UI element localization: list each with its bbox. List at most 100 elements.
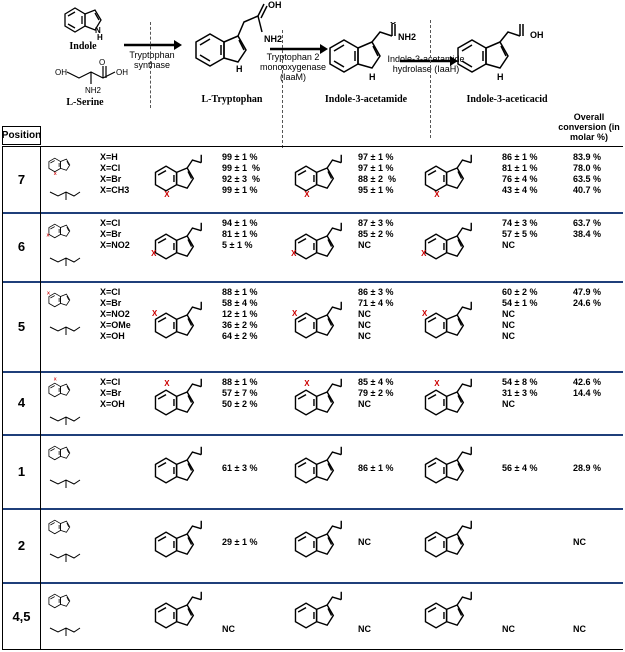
trp-value: 99 ± 1 % <box>222 152 258 162</box>
indole-label: Indole <box>69 41 97 52</box>
conv-value <box>573 320 601 331</box>
substituent-item: X=NO2 <box>100 309 130 319</box>
svg-text:X: X <box>54 171 57 176</box>
iam-h: H <box>369 72 376 82</box>
svg-text:X: X <box>54 377 57 382</box>
serine-mini-structure <box>49 416 81 425</box>
iam-values: 85 ± 4 %79 ± 2 %NC <box>358 377 393 410</box>
conv-values: 28.9 % <box>573 463 601 474</box>
serine-mini-structure <box>49 326 81 335</box>
row-divider <box>2 371 623 373</box>
iaa-value: 86 ± 1 % <box>502 152 538 162</box>
serine-mini-structure <box>49 257 81 266</box>
trp-value: 57 ± 7 % <box>222 388 258 398</box>
iam-values: NC <box>358 624 371 635</box>
iam-product-structure <box>294 591 342 629</box>
iaa-value: 81 ± 1 % <box>502 163 538 173</box>
trp-value: 94 ± 1 % <box>222 218 258 228</box>
row-divider <box>2 212 623 214</box>
svg-text:H: H <box>97 33 103 42</box>
svg-text:X: X <box>434 378 440 387</box>
iaa-values: 54 ± 8 %31 ± 3 %NC <box>502 377 537 410</box>
iam-product-structure: X <box>294 154 342 197</box>
iaa-product-structure <box>424 591 472 629</box>
substituent-item: X=Br <box>100 298 122 308</box>
iaa-values <box>502 537 505 548</box>
trp-value: 99 ± 1 % <box>222 163 260 173</box>
position-cell: 1 <box>2 434 41 508</box>
iaa-values: 56 ± 4 % <box>502 463 537 474</box>
svg-text:X: X <box>151 249 157 258</box>
svg-text:X: X <box>421 249 427 258</box>
svg-text:X: X <box>422 309 428 318</box>
conv-value: NC <box>573 624 586 634</box>
position-cell: 6 <box>2 212 41 281</box>
iaa-value: NC <box>502 331 515 341</box>
trp-product-structure <box>154 520 202 558</box>
iam-value: NC <box>358 331 371 341</box>
arrow-3-icon <box>400 56 458 66</box>
trp-product-structure: X <box>152 301 202 339</box>
iam-product-structure: X <box>294 378 342 416</box>
conversion-header: Overall conversion (in molar %) <box>558 112 620 142</box>
substituent-item: X=OH <box>100 331 125 341</box>
trp-value: 58 ± 4 % <box>222 298 258 308</box>
conv-value: 14.4 % <box>573 388 602 398</box>
svg-text:X: X <box>434 190 440 197</box>
iam-structure: O NH2 H <box>329 22 416 82</box>
iam-value: NC <box>358 399 371 409</box>
iaa-product-structure: X <box>422 301 472 339</box>
iaa-value: 31 ± 3 % <box>502 388 538 398</box>
indole-structure: H N <box>64 7 103 42</box>
substituent-item: X=Cl <box>100 218 121 228</box>
conv-value <box>573 309 601 320</box>
trp-value: 92 ± 3 % <box>222 174 260 184</box>
iaa-value: NC <box>502 320 515 330</box>
iam-value: 86 ± 3 % <box>358 287 394 297</box>
trp-value: 99 ± 1 % <box>222 185 258 195</box>
substrate-structure: X <box>46 223 71 239</box>
arrow-2-icon <box>270 44 328 54</box>
trp-values: 88 ± 1 %58 ± 4 %12 ± 1 %36 ± 2 %64 ± 2 % <box>222 287 257 342</box>
svg-text:X: X <box>304 378 310 387</box>
conv-values: 42.6 %14.4 % <box>573 377 601 410</box>
trp-value: 61 ± 3 % <box>222 463 258 473</box>
substituent-item: X=NO2 <box>100 240 130 250</box>
conv-value: 28.9 % <box>573 463 602 473</box>
conv-values: 63.7 %38.4 % <box>573 218 601 251</box>
arrow-1-icon <box>124 40 182 50</box>
iaa-value: 43 ± 4 % <box>502 185 538 195</box>
trp-values: 94 ± 1 %81 ± 1 %5 ± 1 % <box>222 218 257 251</box>
iaa-product-structure: X <box>424 378 472 416</box>
iaa-label: Indole-3-aceticacid <box>466 94 548 105</box>
trp-nh2: NH2 <box>264 34 282 44</box>
iaa-h: H <box>497 72 504 82</box>
position-cell: 5 <box>2 281 41 371</box>
iam-values: 87 ± 3 %85 ± 2 %NC <box>358 218 393 251</box>
trp-value: 36 ± 2 % <box>222 320 258 330</box>
iaa-value: NC <box>502 309 515 319</box>
conv-value: 38.4 % <box>573 229 602 239</box>
serine-oh: OH <box>55 68 67 77</box>
position-cell: 4,5 <box>2 582 41 650</box>
iam-value: NC <box>358 537 371 547</box>
conv-value <box>573 331 601 342</box>
iaa-product-structure: X <box>424 154 472 197</box>
trp-value: 88 ± 1 % <box>222 287 258 297</box>
iam-product-structure <box>294 520 342 558</box>
conv-values: NC <box>573 537 586 548</box>
substituent-item: X=Cl <box>100 377 121 387</box>
iaa-structure: OH H <box>457 24 544 82</box>
iaa-values: 86 ± 1 %81 ± 1 %76 ± 4 %43 ± 4 % <box>502 152 537 196</box>
substituent-item: X=Cl <box>100 163 121 173</box>
substituent-item: X=H <box>100 152 118 162</box>
conv-value <box>573 399 601 410</box>
trp-values: 61 ± 3 % <box>222 463 257 474</box>
iam-value: 87 ± 3 % <box>358 218 394 228</box>
row-divider <box>2 146 623 147</box>
iaa-values: 74 ± 3 %57 ± 5 %NC <box>502 218 537 251</box>
